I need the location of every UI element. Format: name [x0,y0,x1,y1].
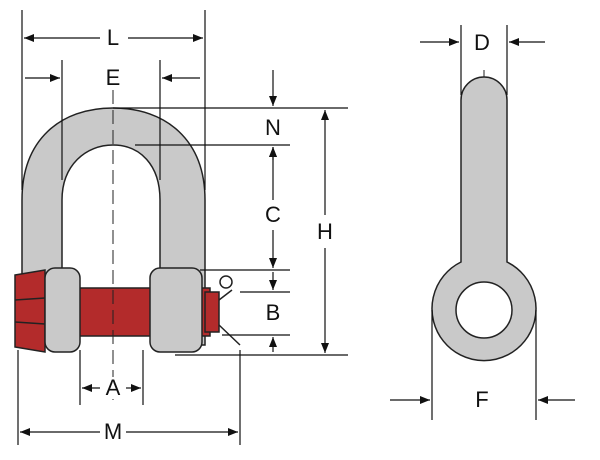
dimension-label-f: F [473,387,491,412]
dimension-label-d: D [472,30,492,55]
dimension-label-a: A [103,375,123,400]
shackle-bow [21,107,206,346]
shackle-side-view [431,76,537,362]
dimension-label-m: M [101,419,125,444]
dimension-lines [17,10,575,445]
shackle-eyes [44,267,203,353]
dimension-label-n: N [263,115,283,140]
dimension-label-l: L [104,25,122,50]
dimension-label-b: B [263,300,283,325]
dimension-label-h: H [315,219,335,244]
dimension-label-e: E [103,65,123,90]
dimension-label-c: C [263,202,283,227]
